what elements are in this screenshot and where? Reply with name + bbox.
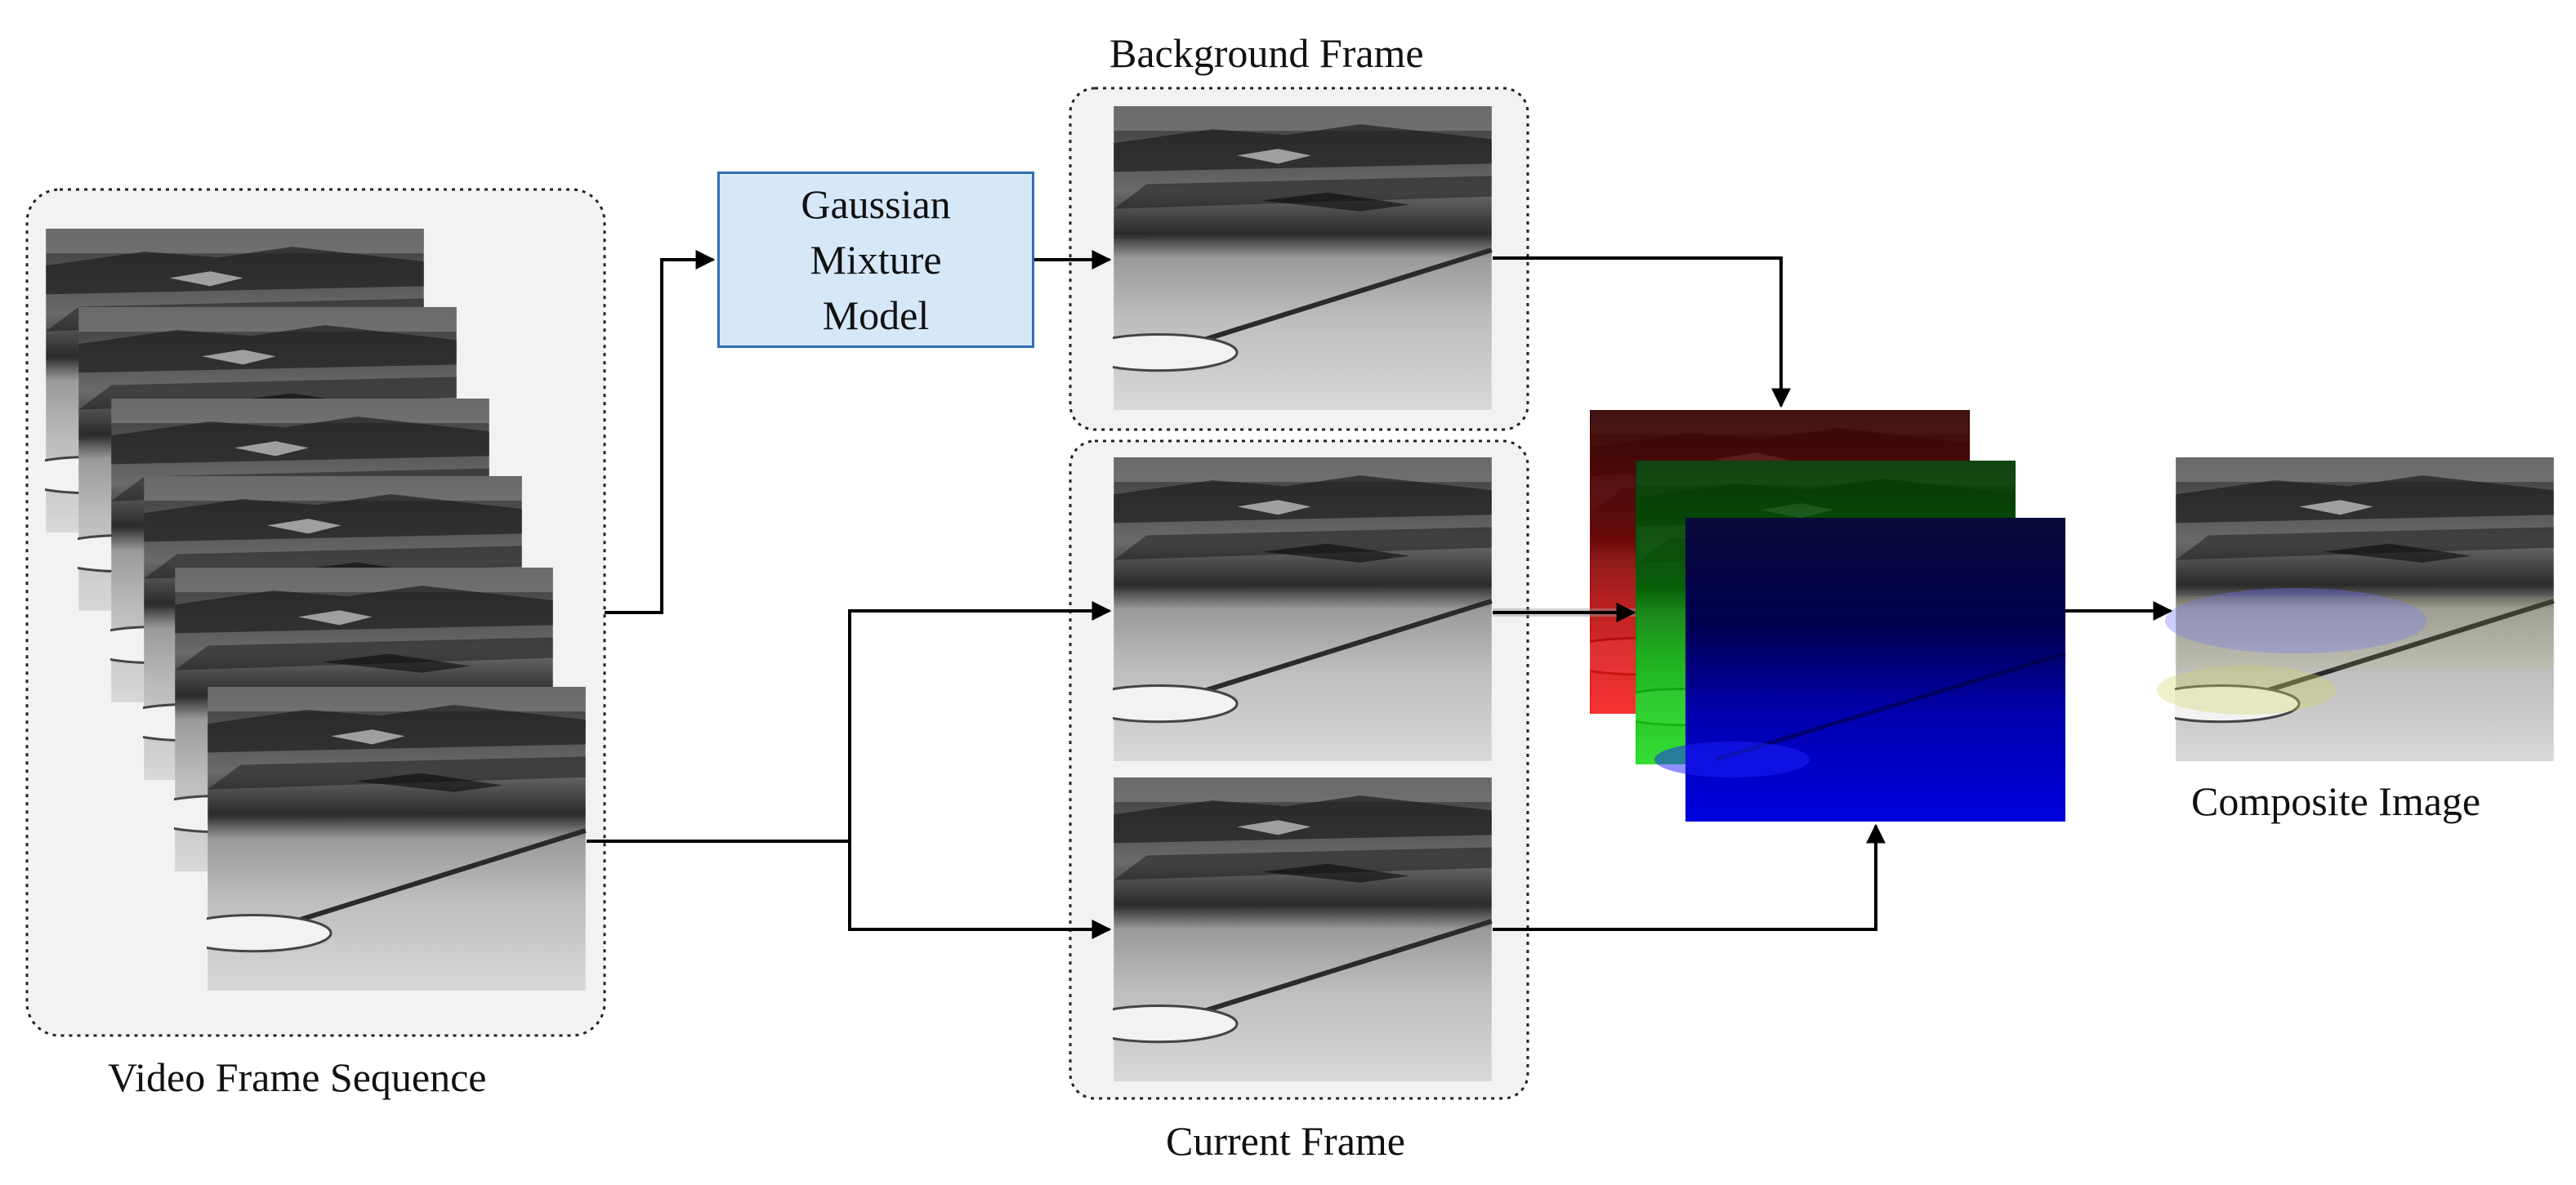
background-frame-label: Background Frame bbox=[1109, 30, 1424, 76]
rgb-channel-stack bbox=[1590, 410, 2066, 822]
composite-image-group bbox=[2157, 457, 2555, 761]
composite-image-label: Composite Image bbox=[2191, 778, 2481, 824]
gmm-label-line-2: Mixture bbox=[810, 237, 942, 283]
arrow-current-bottom-to-blue bbox=[1493, 823, 1886, 931]
gmm-label-line-1: Gaussian bbox=[801, 181, 951, 227]
video-sequence-group bbox=[25, 188, 606, 1037]
gmm-box: Gaussian Mixture Model bbox=[717, 172, 1034, 348]
current-frame-group bbox=[1069, 439, 1529, 1100]
background-frame-image bbox=[1081, 106, 1492, 410]
current-frame-label: Current Frame bbox=[1166, 1118, 1405, 1164]
arrow-split-to-current-top bbox=[848, 601, 1112, 841]
arrow-background-to-rgb bbox=[1493, 256, 1791, 408]
video-frame-6 bbox=[175, 687, 586, 991]
arrow-sequence-to-gmm bbox=[605, 250, 716, 614]
gmm-label-line-3: Model bbox=[822, 292, 930, 338]
connectors bbox=[587, 250, 2173, 939]
background-frame-group bbox=[1069, 87, 1529, 431]
video-sequence-label: Video Frame Sequence bbox=[108, 1054, 487, 1100]
current-frame-image-bottom bbox=[1081, 777, 1492, 1081]
arrow-split-to-current-bottom bbox=[848, 841, 1112, 939]
current-frame-image-top bbox=[1081, 457, 1492, 761]
